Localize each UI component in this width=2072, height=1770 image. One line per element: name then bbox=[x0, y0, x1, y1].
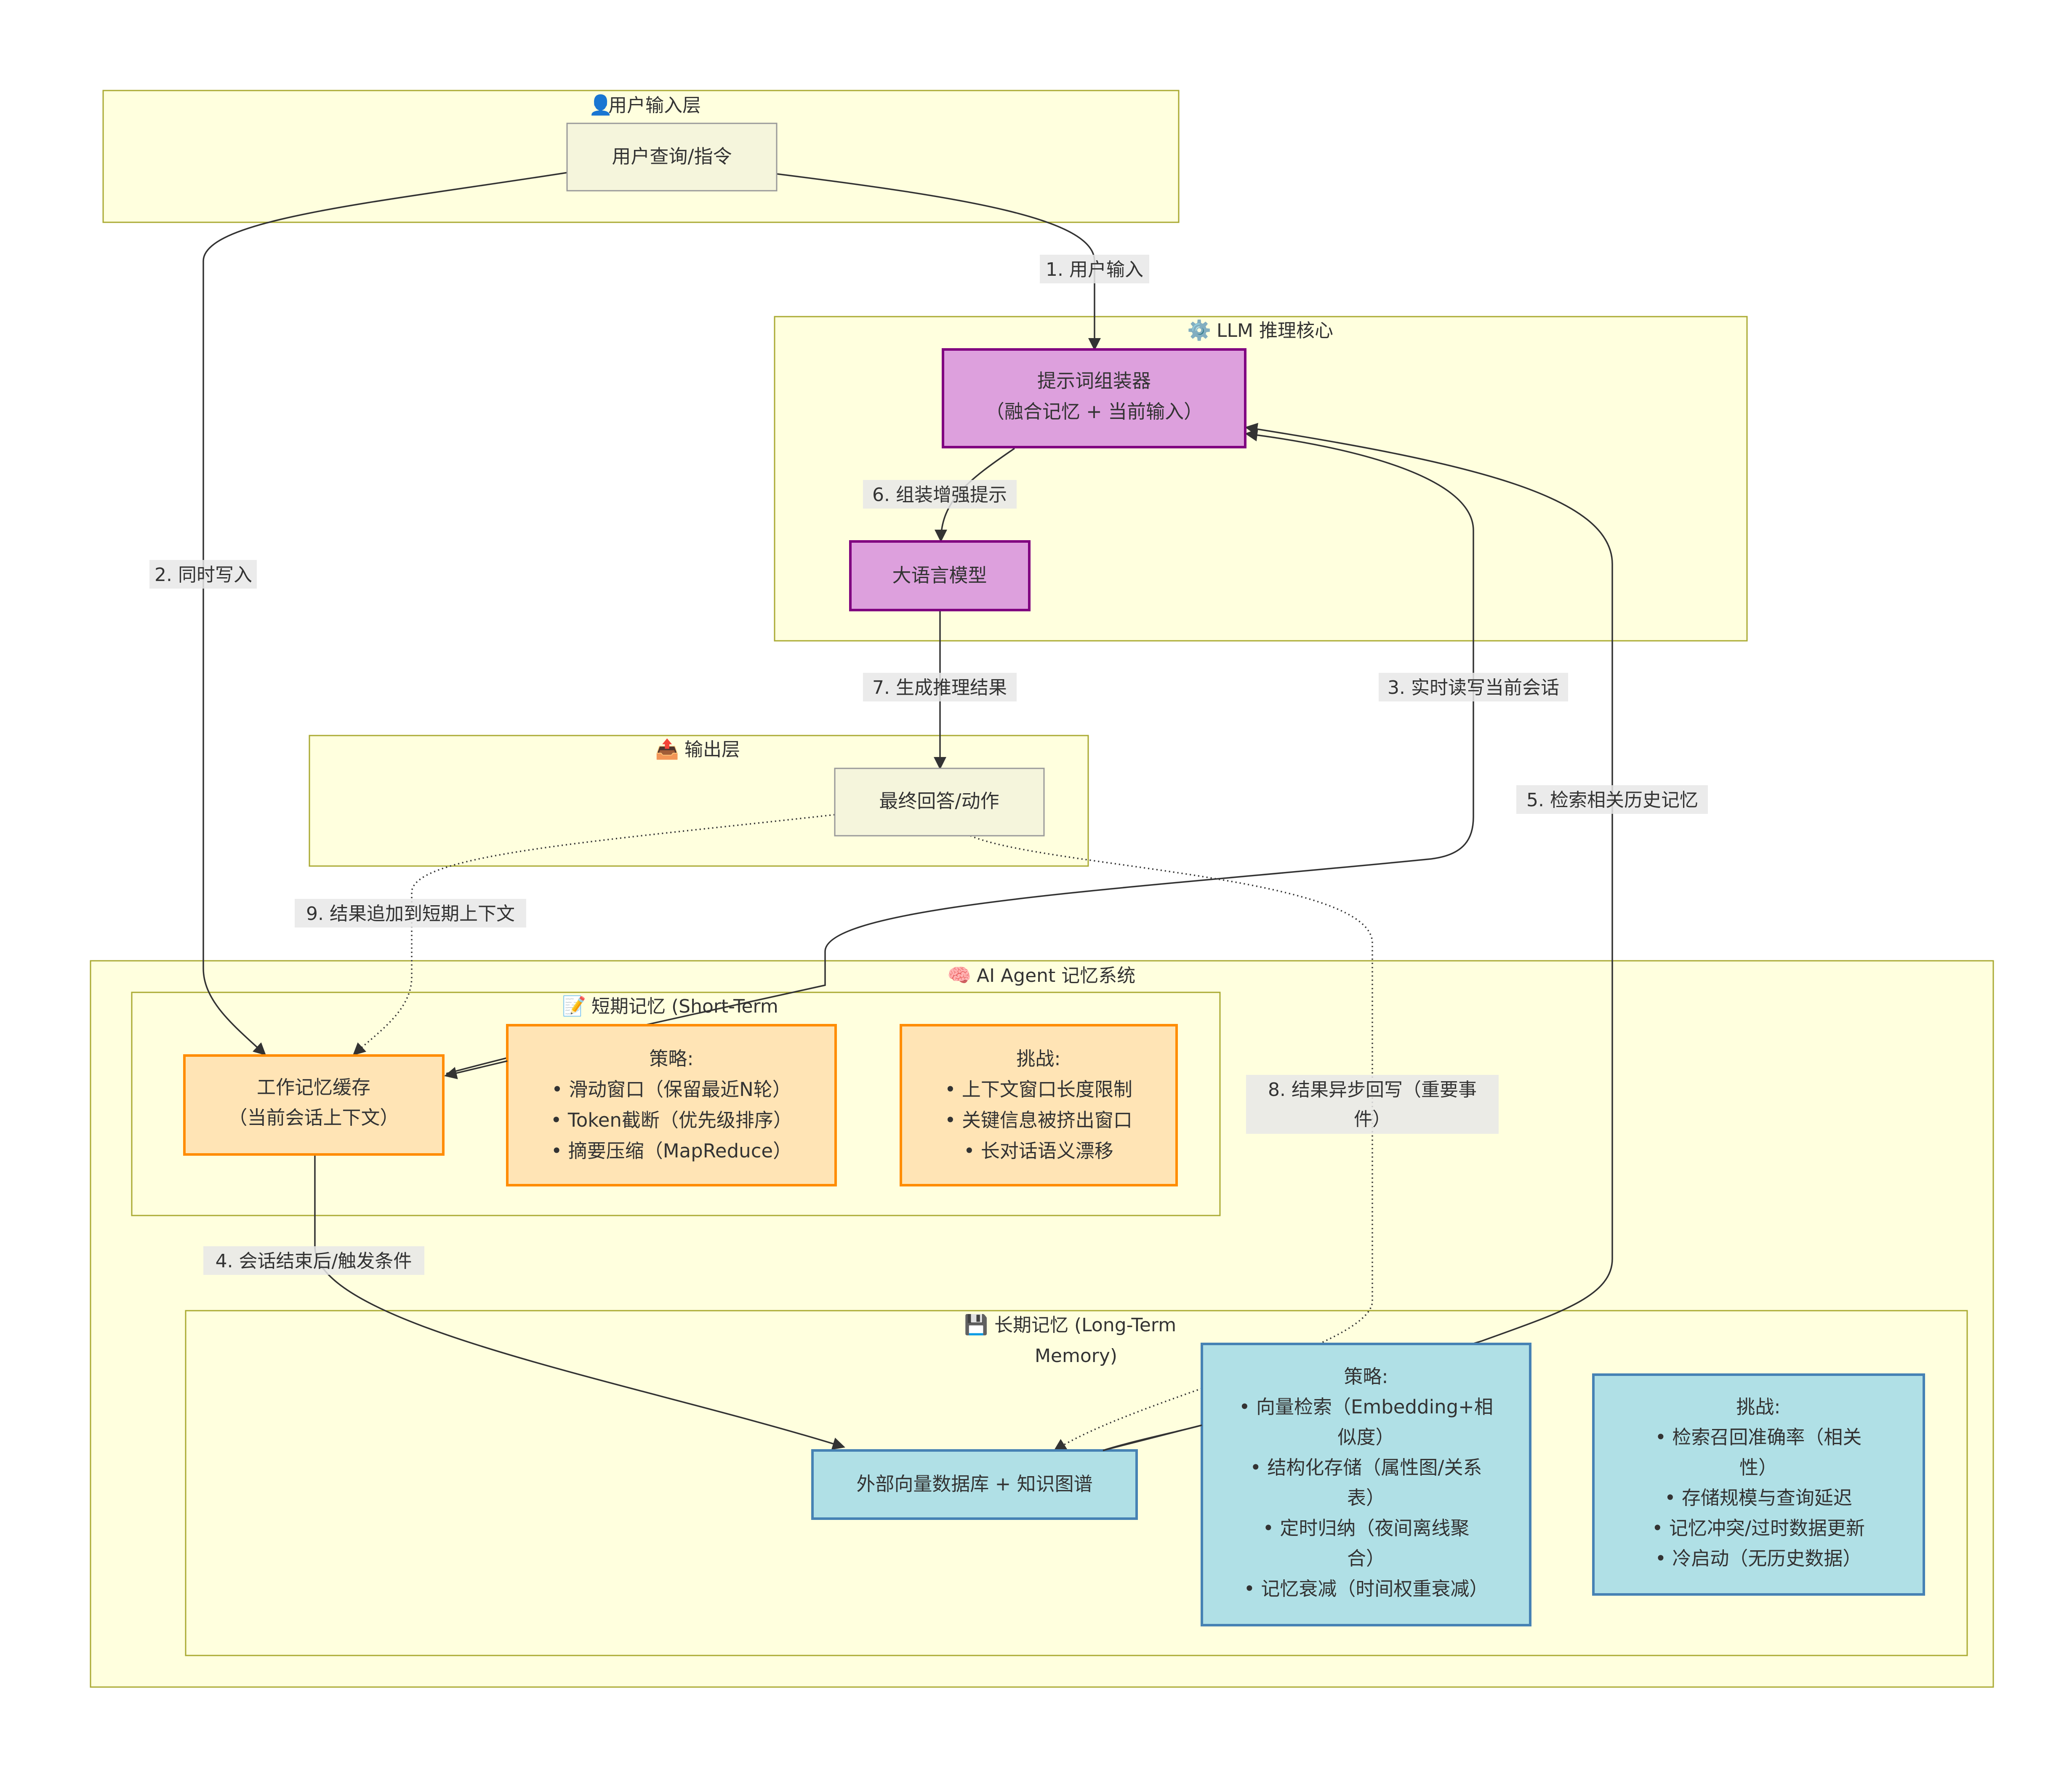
edge-label-text-cont: 件） bbox=[1354, 1109, 1391, 1130]
edge-write-working-memory bbox=[202, 172, 567, 1056]
edge-label-4: 4. 会话结束后/触发条件 bbox=[203, 1246, 424, 1275]
node-label-line: • 结构化存储（属性图/关系 bbox=[1250, 1456, 1482, 1479]
edge-label-7: 7. 生成推理结果 bbox=[863, 673, 1017, 701]
cluster-title-long-term: 长期记忆 (Long-Term bbox=[994, 1314, 1176, 1336]
edge-label-6: 6. 组装增强提示 bbox=[863, 480, 1017, 509]
edge-label-3: 3. 实时读写当前会话 bbox=[1379, 673, 1568, 701]
node-label-line: • 向量检索（Embedding+相 bbox=[1239, 1396, 1493, 1418]
edge-archive-long-term bbox=[314, 1155, 845, 1450]
edge-label-text: 9. 结果追加到短期上下文 bbox=[306, 903, 515, 925]
edge-label-text: 4. 会话结束后/触发条件 bbox=[216, 1250, 412, 1272]
edge-label-text: 7. 生成推理结果 bbox=[872, 677, 1007, 698]
node-ltm-challenge: 挑战: • 检索召回准确率（相关 性） • 存储规模与查询延迟 • 记忆冲突/过… bbox=[1592, 1373, 1925, 1596]
node-final-answer: 最终回答/动作 bbox=[834, 768, 1045, 837]
node-label-cont: （融合记忆 + 当前输入） bbox=[985, 400, 1203, 423]
memo-icon: 📝 bbox=[562, 994, 586, 1017]
node-label: 用户查询/指令 bbox=[612, 145, 732, 168]
edge-ltm-strategy-to-vector-db bbox=[1103, 1424, 1202, 1451]
edge-label-text: 1. 用户输入 bbox=[1046, 259, 1143, 280]
node-label-line: • Token截断（优先级排序） bbox=[551, 1109, 792, 1131]
brain-icon: 🧠 bbox=[947, 964, 971, 986]
node-label-line: • 长对话语义漂移 bbox=[964, 1140, 1113, 1162]
edge-realtime-read-write bbox=[446, 429, 1474, 1074]
outbox-icon: 📤 bbox=[655, 738, 679, 760]
node-label-line: • 定时归纳（夜间离线聚 bbox=[1263, 1517, 1470, 1539]
edge-label-5: 5. 检索相关历史记忆 bbox=[1516, 785, 1708, 814]
node-ltm-strategy: 策略: • 向量检索（Embedding+相 似度） • 结构化存储（属性图/关… bbox=[1201, 1343, 1531, 1626]
edge-append-short-term bbox=[352, 814, 835, 1056]
user-icon: 👤 bbox=[589, 93, 613, 116]
edge-label-text: 5. 检索相关历史记忆 bbox=[1526, 789, 1698, 811]
node-label-line: 似度） bbox=[1337, 1426, 1394, 1448]
edge-user-input bbox=[776, 173, 1101, 351]
node-label: 挑战: bbox=[1016, 1048, 1060, 1070]
node-label-cont: （当前会话上下文） bbox=[228, 1106, 399, 1129]
node-label-line: • 冷启动（无历史数据） bbox=[1655, 1547, 1862, 1570]
node-label-line: • 滑动窗口（保留最近N轮） bbox=[551, 1078, 791, 1101]
cluster-title-user-input: 用户输入层 bbox=[608, 95, 701, 116]
node-label: 外部向量数据库 + 知识图谱 bbox=[856, 1473, 1092, 1495]
node-label: 最终回答/动作 bbox=[879, 790, 999, 812]
edge-label-9: 9. 结果追加到短期上下文 bbox=[295, 899, 526, 928]
node-label: 策略: bbox=[1344, 1365, 1388, 1388]
node-vector-db: 外部向量数据库 + 知识图谱 bbox=[811, 1449, 1138, 1520]
node-label-line: • 检索召回准确率（相关 bbox=[1655, 1426, 1862, 1448]
node-label: 工作记忆缓存 bbox=[257, 1076, 370, 1098]
node-label-line: • 记忆衰减（时间权重衰减） bbox=[1244, 1578, 1489, 1600]
cluster-title-output: 输出层 bbox=[684, 739, 740, 760]
node-label-line: 合） bbox=[1347, 1547, 1385, 1570]
node-label-line: 表） bbox=[1347, 1487, 1385, 1509]
cluster-title-llm-core: LLM 推理核心 bbox=[1217, 320, 1333, 341]
node-label-line: 性） bbox=[1739, 1456, 1777, 1479]
node-working-memory: 工作记忆缓存 （当前会话上下文） bbox=[183, 1054, 445, 1156]
edge-label-8: 8. 结果异步回写（重要事 件） bbox=[1246, 1075, 1499, 1134]
edge-label-text: 6. 组装增强提示 bbox=[872, 484, 1007, 506]
cluster-title-short-term: 短期记忆 (Short-Term bbox=[591, 996, 778, 1017]
edge-label-2: 2. 同时写入 bbox=[149, 560, 257, 589]
gear-icon: ⚙️ bbox=[1187, 319, 1211, 341]
node-label-line: • 摘要压缩（MapReduce） bbox=[551, 1140, 792, 1162]
floppy-disk-icon: 💾 bbox=[964, 1313, 988, 1336]
node-label-line: • 记忆冲突/过时数据更新 bbox=[1652, 1517, 1865, 1539]
node-label: 大语言模型 bbox=[892, 564, 987, 586]
node-label-line: • 存储规模与查询延迟 bbox=[1665, 1487, 1852, 1509]
node-prompt-assembler: 提示词组装器 （融合记忆 + 当前输入） bbox=[942, 348, 1246, 448]
edge-label-text: 2. 同时写入 bbox=[154, 564, 252, 586]
node-stm-challenge: 挑战: • 上下文窗口长度限制 • 关键信息被挤出窗口 • 长对话语义漂移 bbox=[900, 1024, 1178, 1186]
node-stm-strategy: 策略: • 滑动窗口（保留最近N轮） • Token截断（优先级排序） • 摘要… bbox=[506, 1024, 837, 1186]
node-label: 策略: bbox=[649, 1048, 693, 1070]
cluster-title-long-term-cont: Memory) bbox=[1035, 1345, 1117, 1367]
node-label: 提示词组装器 bbox=[1037, 370, 1151, 392]
node-label-line: • 上下文窗口长度限制 bbox=[945, 1078, 1132, 1101]
node-label: 挑战: bbox=[1736, 1396, 1780, 1418]
edge-async-writeback bbox=[970, 835, 1373, 1451]
edge-strategy-to-working-memory bbox=[444, 1060, 508, 1080]
cluster-title-memory-system: AI Agent 记忆系统 bbox=[977, 965, 1135, 986]
edge-label-text: 8. 结果异步回写（重要事 bbox=[1268, 1079, 1477, 1101]
node-label-line: • 关键信息被挤出窗口 bbox=[945, 1109, 1132, 1131]
edge-label-text: 3. 实时读写当前会话 bbox=[1388, 677, 1559, 698]
node-llm: 大语言模型 bbox=[849, 540, 1031, 611]
edge-label-1: 1. 用户输入 bbox=[1040, 255, 1149, 283]
node-user-query: 用户查询/指令 bbox=[566, 123, 778, 192]
